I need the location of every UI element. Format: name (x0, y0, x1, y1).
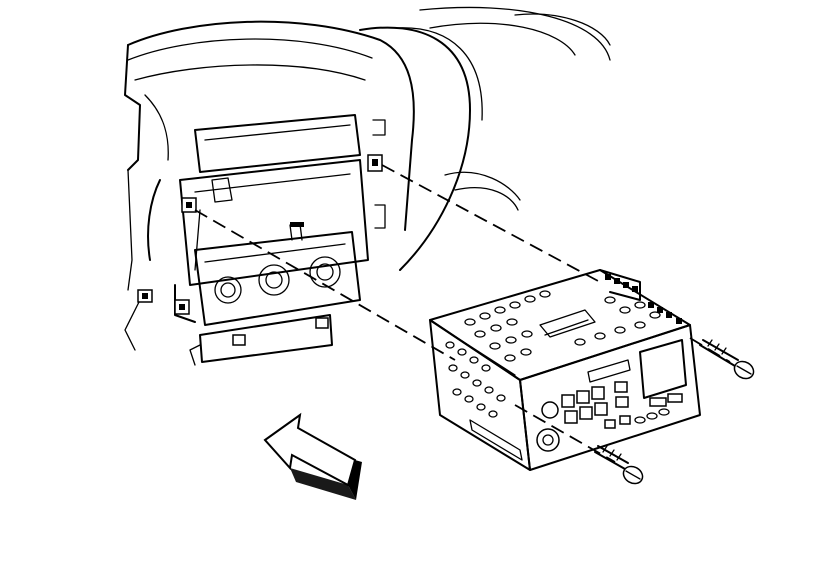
radio-top-vents (464, 290, 661, 362)
radio-receiver (429, 269, 701, 471)
radio-tuning-knob (541, 401, 559, 419)
arrow-left-icon (263, 412, 362, 500)
mounting-screw-lower (594, 445, 644, 485)
radio-cd-slot (587, 359, 631, 383)
radio-volume-knob (536, 428, 560, 452)
guide-line-right (381, 164, 601, 283)
radio-button-cluster (561, 381, 683, 429)
radio-side-panel (429, 319, 531, 471)
radio-connector (599, 269, 682, 324)
radio-side-vents (444, 329, 523, 461)
guide-line-screw-lower (514, 404, 616, 463)
radio-display (639, 339, 687, 399)
guide-line-left (194, 209, 456, 361)
instrument-panel (124, 6, 611, 366)
mounting-screw-upper (699, 339, 755, 380)
